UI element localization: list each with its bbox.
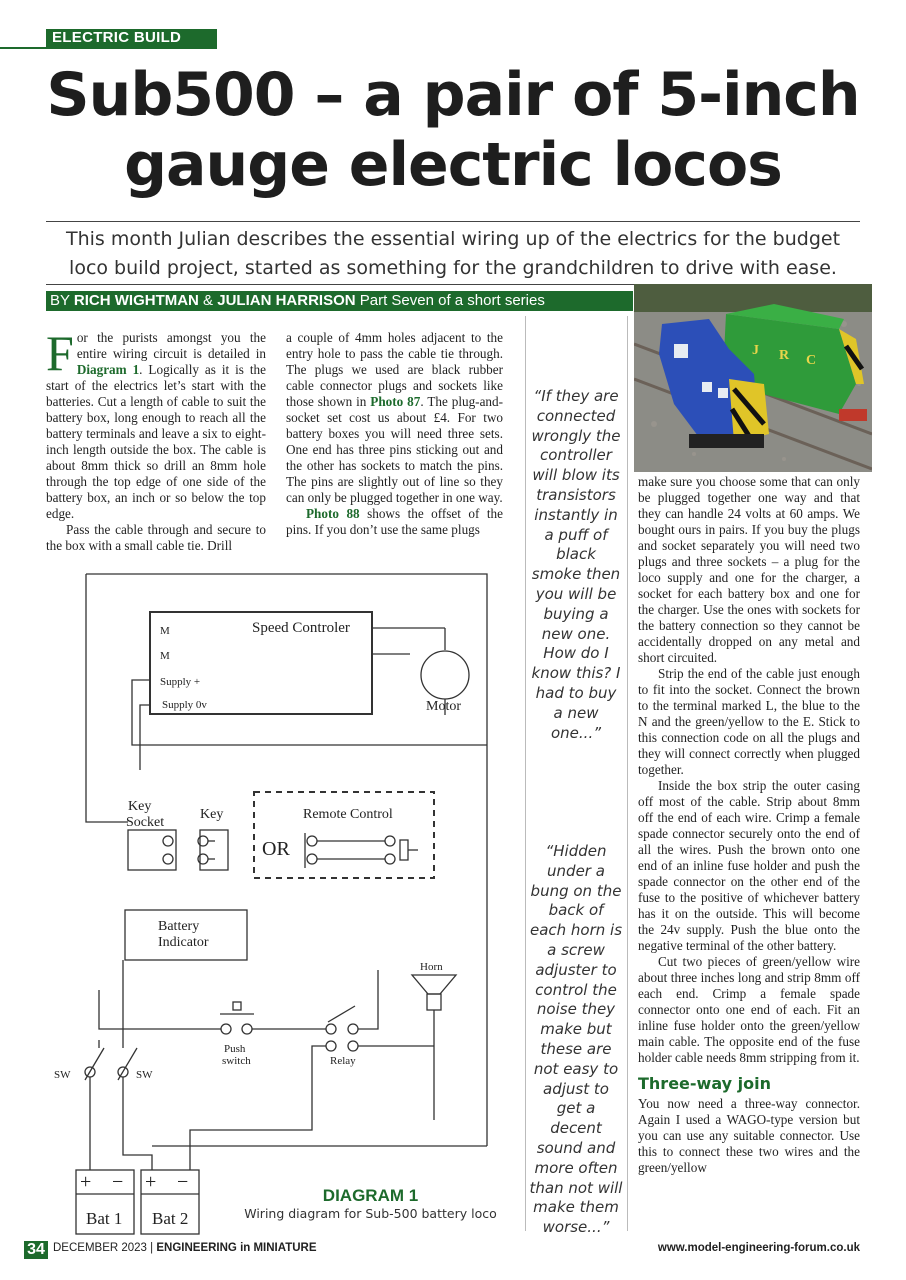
author-2: JULIAN HARRISON [217,292,356,309]
column-rule [627,316,628,1231]
byline-and: & [198,292,218,309]
horn-icon [410,974,458,995]
key-socket-symbol [127,829,177,871]
photo-reference: Photo 87 [370,394,421,409]
column-rule [525,316,526,1231]
paragraph: Cut two pieces of green/yellow wire abou… [638,954,860,1065]
header-rule [0,47,217,49]
drop-cap: F [46,325,74,381]
subheading: Three-way join [638,1074,771,1093]
section-kicker: ELECTRIC BUILD [46,29,217,47]
key-symbol [199,829,229,871]
loco-photo: J R C [634,284,872,472]
page-number: 34 [24,1241,48,1259]
battery-1-label: Bat 1 [86,1209,122,1228]
battery-indicator-symbol [124,909,248,961]
paragraph: Photo 88 shows the offset of the pins. I… [286,506,503,538]
text: . The plug-and-socket set cost us about … [286,394,503,505]
paragraph: Pass the cable through and secure to the… [46,522,266,553]
relay-label: Relay [330,1055,356,1067]
title-line-1: Sub500 – a pair of 5-inch [46,60,860,130]
separator: | [146,1242,157,1254]
byline-prefix: BY [50,292,74,309]
push-switch-label-2: switch [222,1055,251,1067]
article-column-4: make sure you choose some that can only … [638,474,860,1176]
paragraph: Inside the box strip the outer casing of… [638,778,860,953]
battery-indicator-label-1: Battery [158,919,199,934]
key-socket-label-2: Socket [126,815,164,830]
battery-2-minus: − [177,1171,188,1193]
text: a couple of 4mm holes adjacent to the en… [286,330,503,409]
diagram-reference: Diagram 1 [76,362,140,377]
issue-date: DECEMBER 2023 [53,1242,147,1254]
terminal-supply-plus: Supply + [160,676,200,688]
diagram-caption: Wiring diagram for Sub-500 battery loco [244,1206,497,1221]
standfirst-rule-top [46,221,860,222]
battery-indicator-label-2: Indicator [158,935,209,950]
paragraph: You now need a three-way connector. Agai… [638,1096,860,1175]
switch-label-1: SW [54,1069,71,1081]
battery-2-label: Bat 2 [152,1209,188,1228]
motor-label: Motor [426,699,461,714]
pull-quote-1: “If they are connected wrongly the contr… [531,387,621,742]
pull-quote-2: “Hidden under a bung on the back of each… [529,842,623,1237]
speed-controller-label: Speed Controler [252,620,350,636]
title-line-2: gauge electric locos [124,130,783,200]
wiring-diagram-svg: Speed Controler M M Supply + Supply 0v M… [54,573,488,1235]
wiring-diagram: Speed Controler M M Supply + Supply 0v M… [40,570,505,1240]
article-column-2: a couple of 4mm holes adjacent to the en… [286,330,503,538]
paragraph: Strip the end of the cable just enough t… [638,666,860,777]
battery-2-plus: + [145,1171,156,1193]
text: . Logically as it is the start of the el… [46,362,266,521]
byline: BY RICH WIGHTMAN & JULIAN HARRISON Part … [46,291,633,311]
loco-letter: J [752,343,759,358]
or-label: OR [262,838,290,860]
key-label: Key [200,807,223,822]
battery-2-symbol [140,1169,200,1235]
footer-website[interactable]: www.model-engineering-forum.co.uk [657,1242,860,1254]
page-title: Sub500 – a pair of 5-inch gauge electric… [0,60,906,200]
paragraph: a couple of 4mm holes adjacent to the en… [286,330,503,506]
standfirst: This month Julian describes the essentia… [65,228,841,279]
footer-issue: DECEMBER 2023 | ENGINEERING in MINIATURE [53,1242,317,1254]
battery-1-minus: − [112,1171,123,1193]
text: or the purists amongst you the entire wi… [76,330,266,361]
author-1: RICH WIGHTMAN [73,292,199,309]
terminal-supply-0v: Supply 0v [162,699,207,711]
switch-label-2: SW [136,1069,153,1081]
photo-reference: Photo 88 [306,506,360,521]
loco-letter: C [806,353,816,368]
terminal-m: M [160,650,170,662]
loco-photo-illustration: J R C [634,284,872,472]
battery-1-plus: + [80,1171,91,1193]
loco-letter: R [779,348,790,363]
standfirst-rule-bottom [46,284,860,285]
push-switch-label-1: Push [224,1043,246,1055]
remote-control-label: Remote Control [303,807,393,822]
text: shows the offset of the pins. If you don… [286,506,503,537]
key-socket-label-1: Key [128,799,151,814]
paragraph: make sure you choose some that can only … [638,474,860,665]
horn-label: Horn [420,961,443,973]
diagram-label: DIAGRAM 1 [322,1186,419,1205]
byline-suffix: Part Seven of a short series [355,292,545,309]
battery-1-symbol [75,1169,135,1235]
terminal-m: M [160,625,170,637]
magazine-name: ENGINEERING in MINIATURE [156,1242,317,1254]
